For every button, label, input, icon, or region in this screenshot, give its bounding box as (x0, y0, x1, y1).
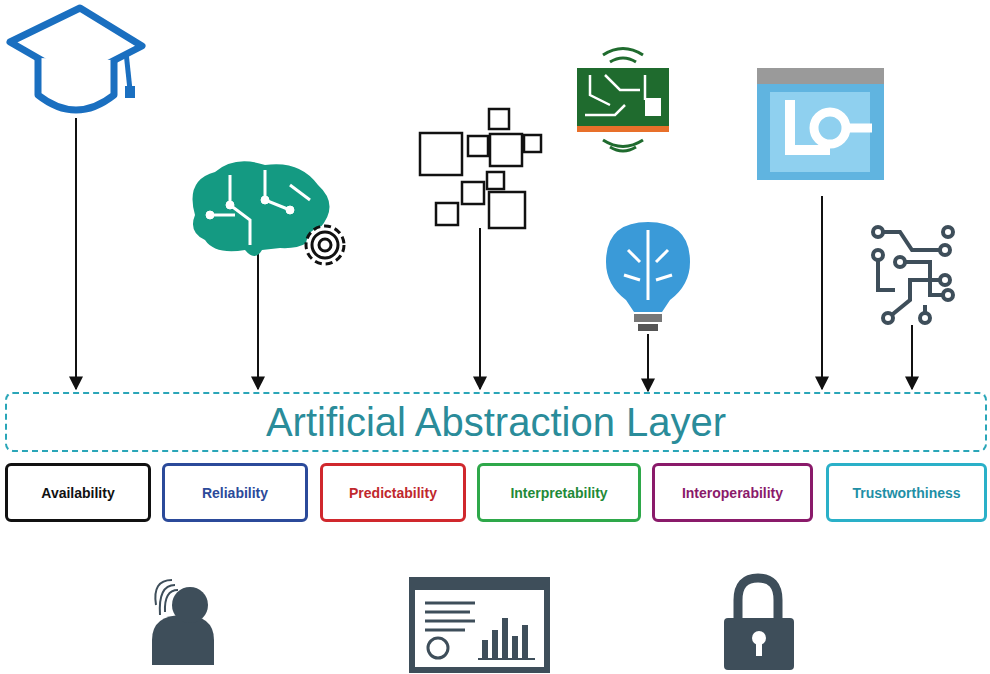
abstraction-layer-band: Artificial Abstraction Layer (5, 392, 987, 452)
brain-gear-icon (193, 161, 345, 264)
property-box: Interoperability (652, 463, 813, 522)
circuit-icon (873, 227, 953, 323)
layer-title: Artificial Abstraction Layer (266, 400, 726, 445)
person-fingerprint-icon (152, 580, 214, 665)
blocks-icon (420, 109, 541, 228)
property-label: Predictability (349, 485, 437, 501)
graduation-cap-icon (10, 8, 142, 110)
property-box: Interpretability (477, 463, 641, 522)
dashboard-icon (412, 580, 547, 670)
property-label: Interpretability (510, 485, 607, 501)
property-box: Availability (5, 463, 151, 522)
padlock-icon (724, 578, 794, 670)
property-label: Interoperability (682, 485, 783, 501)
circuit-board-icon (577, 49, 669, 152)
property-label: Availability (41, 485, 114, 501)
property-box: Trustworthiness (826, 463, 987, 522)
lightbulb-icon (606, 222, 690, 331)
property-box: Reliability (162, 463, 308, 522)
property-box: Predictability (320, 463, 466, 522)
property-label: Trustworthiness (852, 485, 960, 501)
property-label: Reliability (202, 485, 268, 501)
app-window-icon (757, 68, 884, 180)
